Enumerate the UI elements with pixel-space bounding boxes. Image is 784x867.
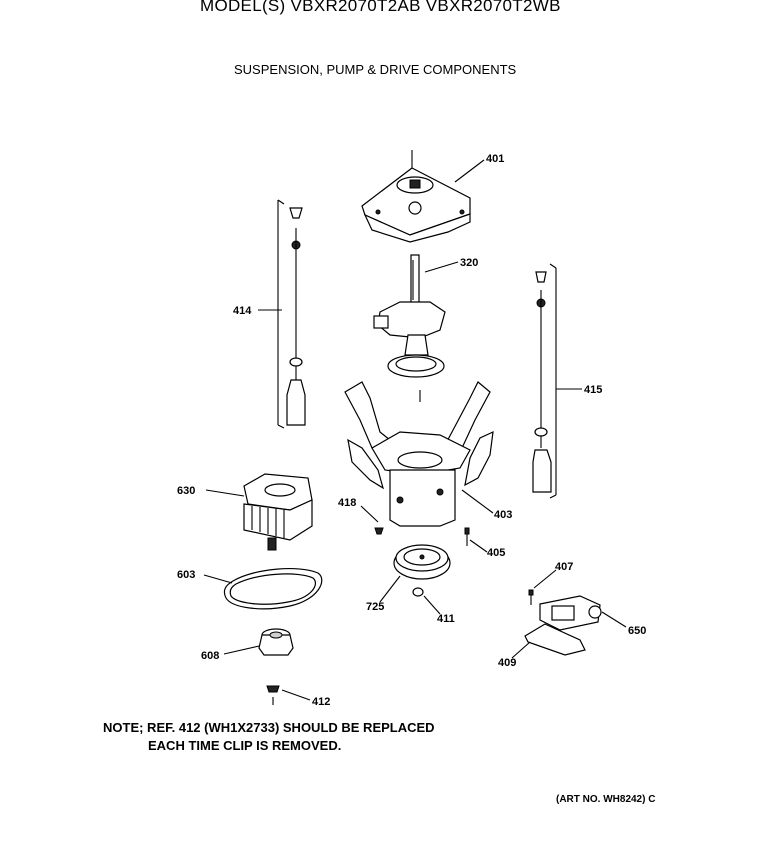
callout-414: 414 xyxy=(233,305,252,317)
part-409-bracket xyxy=(524,623,586,656)
part-414-suspension-rod xyxy=(277,199,306,429)
part-401-cover xyxy=(361,150,471,243)
callout-650: 650 xyxy=(628,625,646,637)
callout-415: 415 xyxy=(584,384,602,396)
part-407-screw xyxy=(528,589,534,605)
part-415-suspension-rod xyxy=(532,263,557,499)
callout-725: 725 xyxy=(366,601,384,613)
part-320-transmission xyxy=(373,254,446,402)
part-630-pump-motor xyxy=(243,473,313,551)
callout-630: 630 xyxy=(177,485,195,497)
callout-409: 409 xyxy=(498,657,516,669)
callout-608: 608 xyxy=(201,650,219,662)
callout-603: 603 xyxy=(177,569,195,581)
part-418-clip xyxy=(374,527,384,535)
part-603-belt xyxy=(223,568,323,610)
callout-411: 411 xyxy=(437,613,455,625)
model-title: MODEL(S) VBXR2070T2AB VBXR2070T2WB xyxy=(200,0,561,15)
callout-leaders xyxy=(203,159,627,701)
part-650-motor-switch xyxy=(539,595,602,631)
callout-320: 320 xyxy=(460,257,478,269)
part-411-nut xyxy=(412,587,424,597)
part-405-screw xyxy=(464,527,470,546)
callout-412: 412 xyxy=(312,696,330,708)
callout-418: 418 xyxy=(338,497,356,509)
note-line-1: NOTE; REF. 412 (WH1X2733) SHOULD BE REPL… xyxy=(103,720,435,735)
art-number: (ART NO. WH8242) C xyxy=(556,794,656,805)
part-608-motor-pulley xyxy=(258,628,294,656)
section-title: SUSPENSION, PUMP & DRIVE COMPONENTS xyxy=(234,62,517,77)
callout-403: 403 xyxy=(494,509,512,521)
note-line-2: EACH TIME CLIP IS REMOVED. xyxy=(148,738,342,753)
part-725-pulley xyxy=(393,544,451,580)
part-403-bracket xyxy=(344,381,494,527)
callout-407: 407 xyxy=(555,561,573,573)
callout-401: 401 xyxy=(486,153,504,165)
callout-405: 405 xyxy=(487,547,505,559)
part-412-clip xyxy=(266,685,280,705)
